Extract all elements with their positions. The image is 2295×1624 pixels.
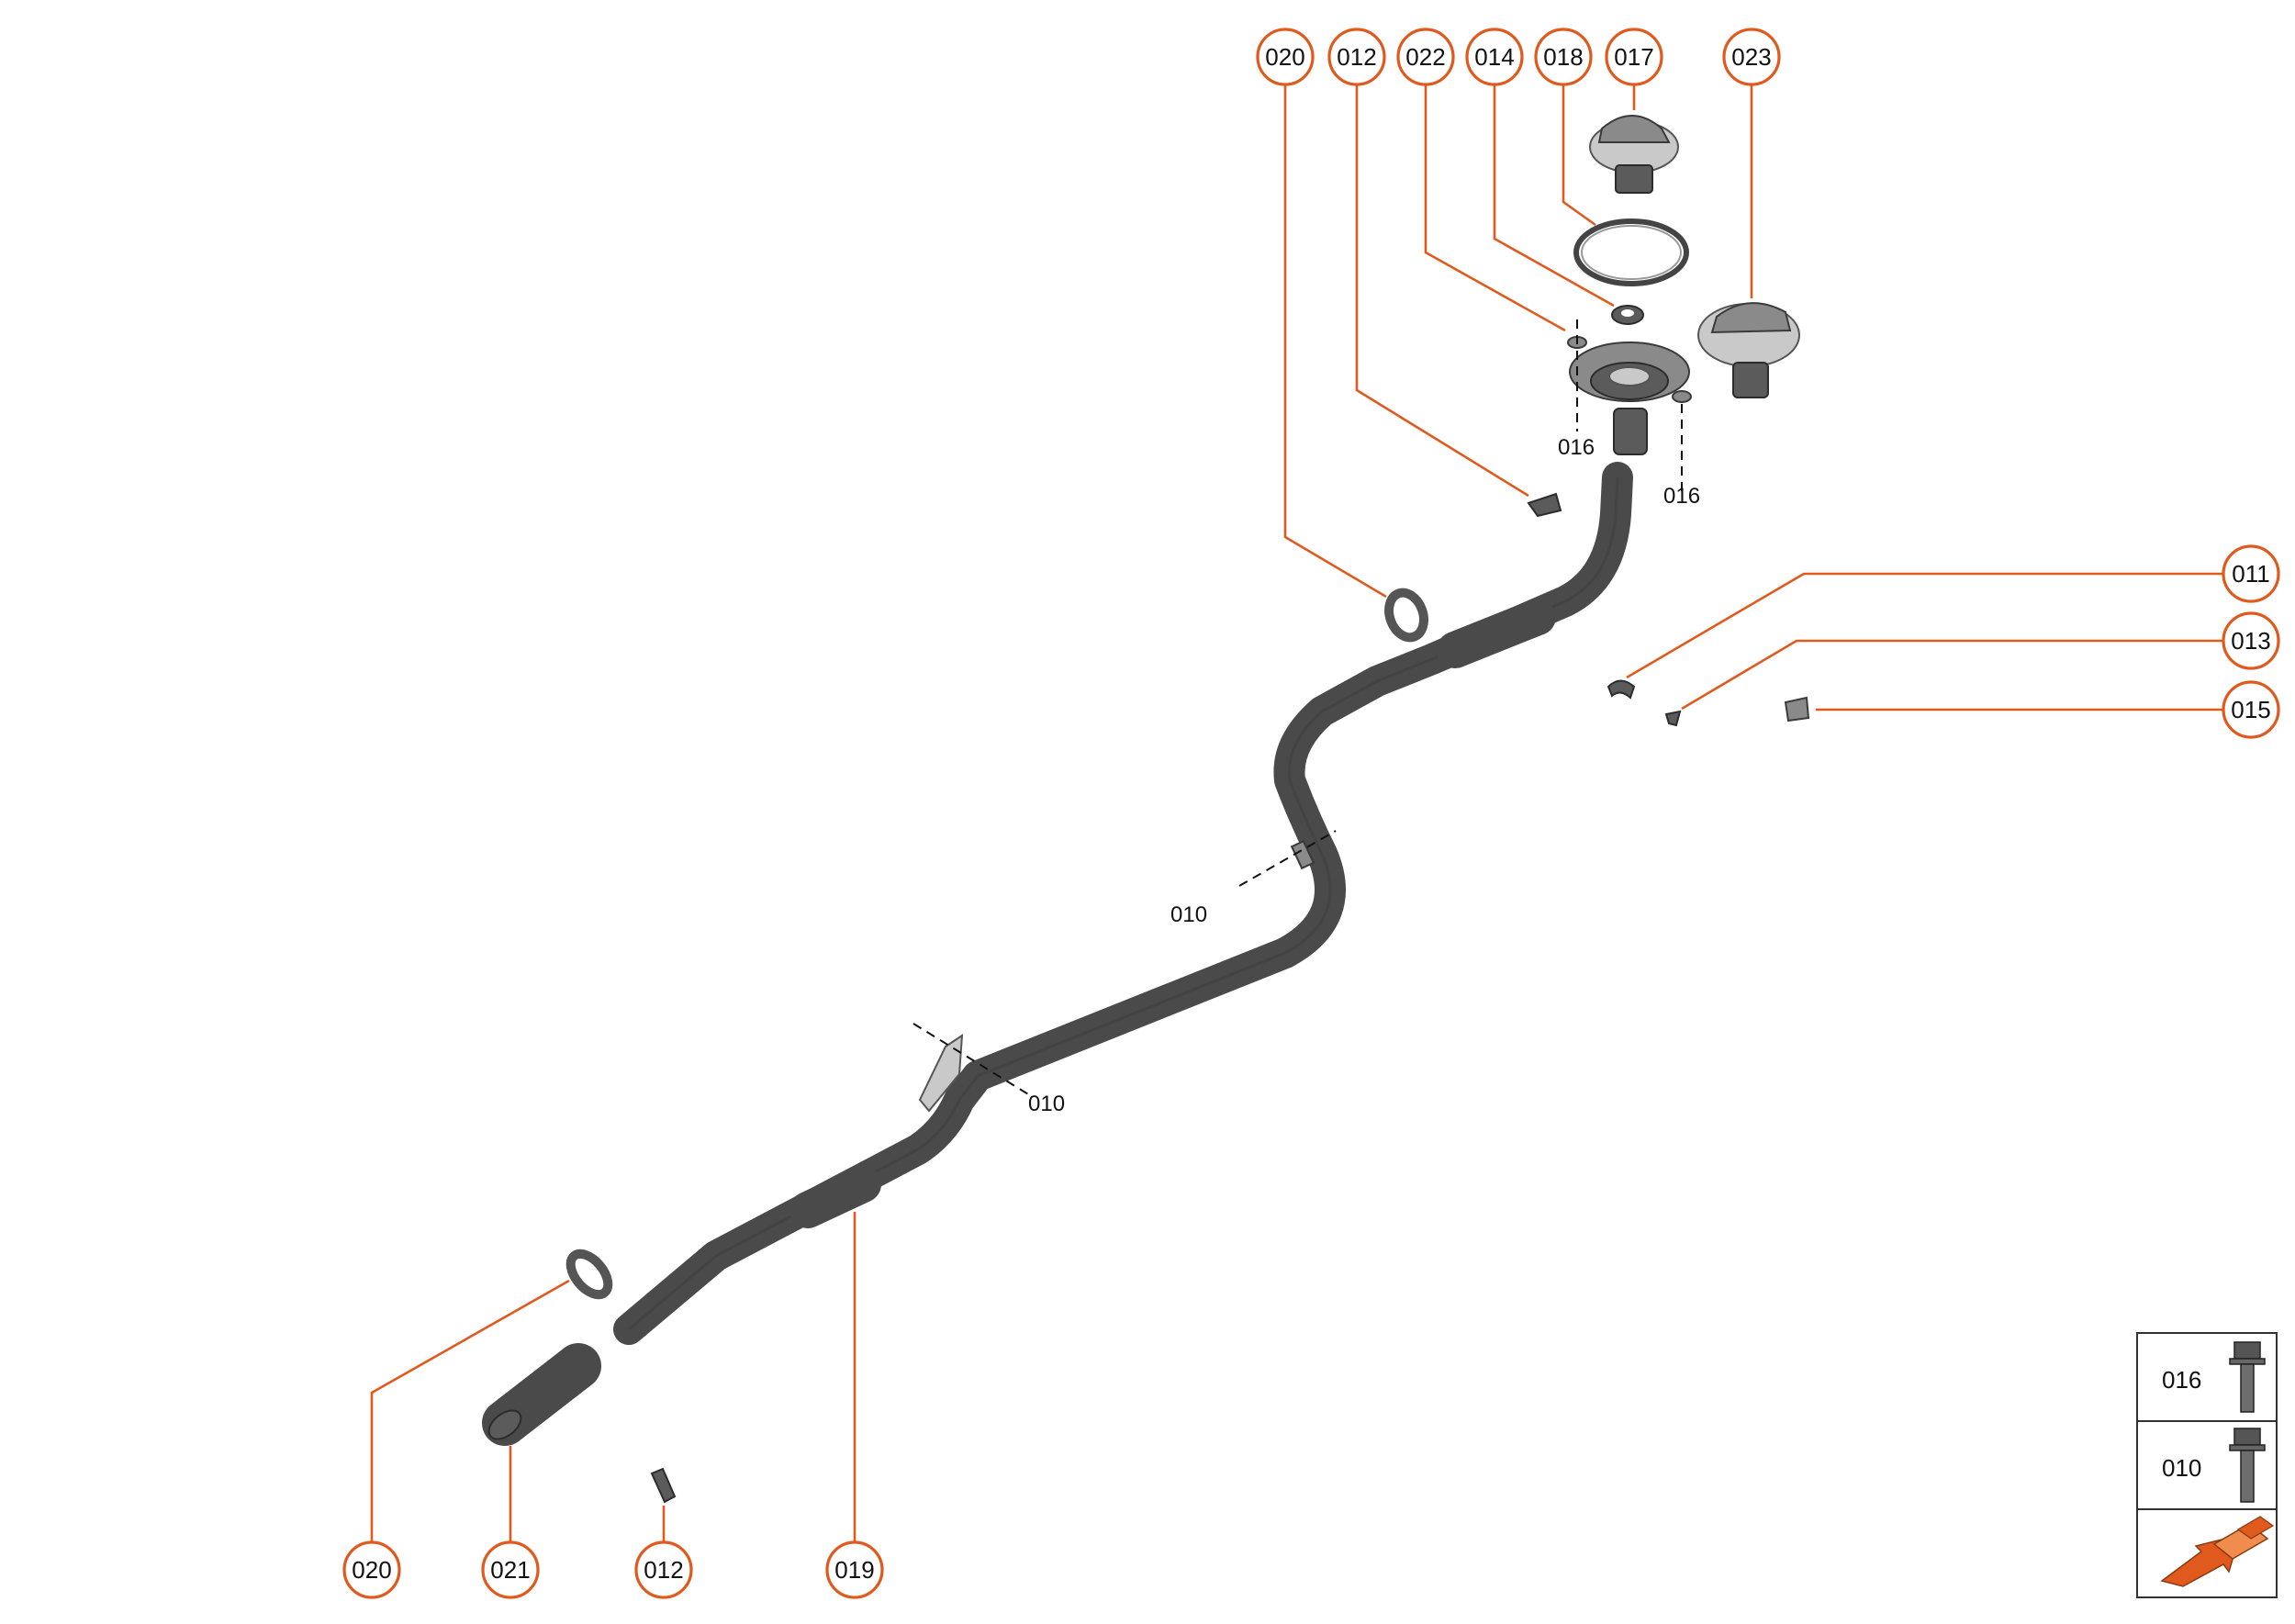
legend-label-010: 010: [2162, 1454, 2201, 1482]
large-o-ring: [1573, 218, 1689, 286]
svg-text:020: 020: [352, 1556, 391, 1584]
callout-018[interactable]: 018: [1534, 28, 1593, 86]
clip-013: [1664, 710, 1682, 727]
direction-arrow-icon[interactable]: [2160, 1516, 2275, 1587]
bolt-icon-016: [2229, 1341, 2266, 1413]
callout-023[interactable]: 023: [1722, 28, 1781, 86]
bolt-label-010-b: 010: [1028, 1092, 1065, 1116]
filler-neck-housing: [1567, 336, 1692, 455]
pipe-bracket: [918, 1034, 964, 1113]
pipe-bracket-upper: [1290, 839, 1315, 870]
svg-text:014: 014: [1474, 43, 1514, 71]
svg-text:011: 011: [2232, 560, 2269, 588]
bolt-label-010-a: 010: [1170, 902, 1207, 927]
hose-021: [482, 1343, 601, 1446]
callout-015[interactable]: 015: [2222, 680, 2280, 739]
callout-022[interactable]: 022: [1396, 28, 1455, 86]
leader-lines: [370, 84, 2223, 1542]
callout-021[interactable]: 021: [481, 1540, 540, 1599]
callout-020-top[interactable]: 020: [1256, 28, 1315, 86]
bolt-label-016-a: 016: [1558, 435, 1595, 460]
svg-text:017: 017: [1614, 43, 1653, 71]
gasket-020-top: [1384, 588, 1428, 643]
svg-text:021: 021: [490, 1556, 530, 1584]
svg-text:012: 012: [1337, 43, 1376, 71]
svg-text:020: 020: [1265, 43, 1304, 71]
clip-012-top: [1527, 492, 1562, 518]
oil-filler-cap-023: [1697, 302, 1800, 398]
filler-pipe: [613, 462, 1633, 1345]
legend-label-016: 016: [2162, 1366, 2201, 1394]
svg-text:015: 015: [2231, 696, 2270, 723]
callout-012-bottom[interactable]: 012: [634, 1540, 693, 1599]
clip-011: [1606, 679, 1636, 700]
callout-013[interactable]: 013: [2222, 611, 2280, 670]
callout-017[interactable]: 017: [1605, 28, 1663, 86]
svg-text:013: 013: [2231, 627, 2270, 655]
svg-text:012: 012: [644, 1556, 683, 1584]
callout-012-top[interactable]: 012: [1327, 28, 1386, 86]
svg-text:018: 018: [1543, 43, 1583, 71]
svg-text:023: 023: [1731, 43, 1771, 71]
dashed-lines: [912, 319, 1683, 1098]
callout-019[interactable]: 019: [825, 1540, 884, 1599]
callout-020-bottom[interactable]: 020: [342, 1540, 401, 1599]
gasket-020-bottom: [565, 1249, 613, 1300]
clip-012-bottom: [650, 1467, 677, 1504]
svg-text:022: 022: [1405, 43, 1445, 71]
bolt-legend: 016 010: [2136, 1332, 2278, 1598]
svg-text:019: 019: [834, 1556, 874, 1584]
clip-015: [1784, 696, 1810, 722]
callout-014[interactable]: 014: [1465, 28, 1524, 86]
small-seal-ring: [1611, 305, 1644, 325]
oil-filler-cap-017: [1589, 115, 1679, 194]
callout-011[interactable]: 011: [2222, 544, 2280, 603]
bolt-icon-010: [2229, 1428, 2266, 1503]
bolt-label-016-b: 016: [1663, 484, 1700, 509]
